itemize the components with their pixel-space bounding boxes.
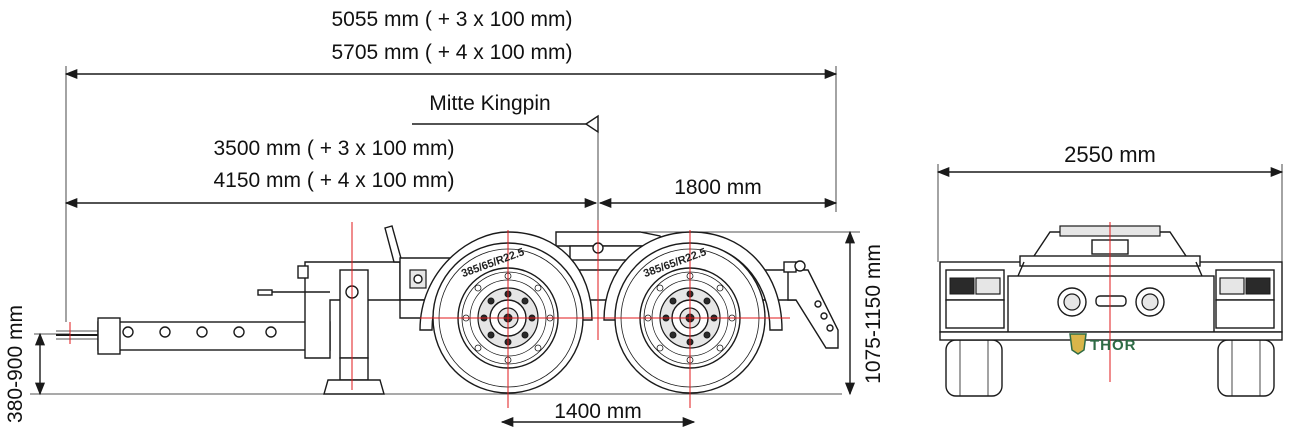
kingpin-distance-line1: 3500 mm ( + 3 x 100 mm) — [214, 137, 455, 160]
side-view-dolly: 385/65/R22.5 385/65/R22.5 — [30, 220, 860, 408]
logo-text: THOR — [1090, 337, 1137, 354]
width-label: 2550 mm — [1064, 142, 1156, 167]
overall-length-dimension-line — [64, 66, 838, 322]
kingpin-label: Mitte Kingpin — [429, 92, 550, 115]
height-range-label: 1075-1150 mm — [862, 244, 885, 384]
overall-length-line1: 5055 mm ( + 3 x 100 mm) — [332, 8, 573, 31]
overall-length-line2: 5705 mm ( + 4 x 100 mm) — [332, 41, 573, 64]
kingpin-distance-line2: 4150 mm ( + 4 x 100 mm) — [214, 169, 455, 192]
rear-overhang-label: 1800 mm — [674, 176, 762, 199]
front-view-dolly: THOR — [939, 222, 1283, 397]
drawbar-height-dimension-line — [34, 332, 70, 396]
drawbar-height-label: 380-900 mm — [4, 305, 27, 423]
kingpin-marker — [412, 114, 599, 220]
width-dimension-line — [936, 164, 1284, 262]
axle-spacing-label: 1400 mm — [554, 400, 642, 423]
thor-logo: THOR — [1069, 333, 1137, 355]
